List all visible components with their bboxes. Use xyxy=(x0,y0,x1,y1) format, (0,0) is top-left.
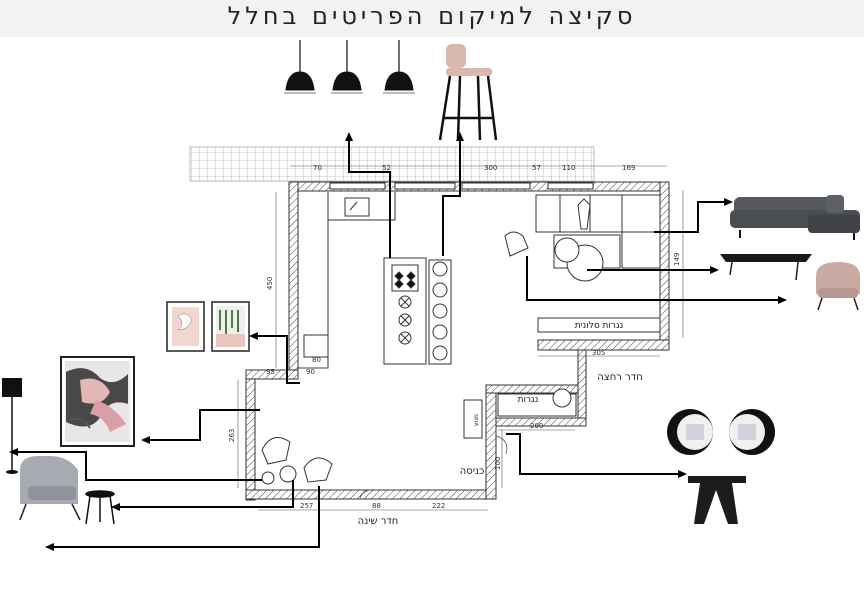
kitchen-counter xyxy=(298,192,396,369)
service-room-plan xyxy=(463,388,577,439)
dim-90: 90 xyxy=(306,368,315,376)
side-table-icon xyxy=(85,490,115,525)
armchair-icon xyxy=(19,456,81,521)
dim-70: 70 xyxy=(313,164,322,172)
living-plan xyxy=(504,194,661,282)
page-title: סקיצה למיקום הפריטים בחלל xyxy=(227,2,637,30)
wall-mirror-icon xyxy=(667,409,775,455)
console-table-icon xyxy=(688,476,746,524)
dim-300: 300 xyxy=(484,164,497,172)
dim-80: 80 xyxy=(312,356,321,364)
dim-169: 169 xyxy=(622,164,635,172)
arrow-heads xyxy=(9,132,787,551)
dim-110: 110 xyxy=(562,164,575,172)
entrance-label: כניסה xyxy=(460,466,485,477)
dim-149: 149 xyxy=(673,253,681,266)
wall-art-icon xyxy=(60,356,135,447)
cabinets-label: נגרות xyxy=(518,395,539,405)
bar-stool-icon xyxy=(438,44,498,141)
dim-257: 257 xyxy=(300,502,313,510)
dimension-lines xyxy=(237,165,684,511)
dim-263: 263 xyxy=(228,429,236,442)
windows xyxy=(329,182,594,190)
laundry-room-label: חדר רחצה xyxy=(597,372,642,383)
terrace-tiles xyxy=(189,146,595,182)
dim-200: 200 xyxy=(530,422,543,430)
floor-lamp-icon xyxy=(2,378,22,474)
service-cabinet-label: מנוע xyxy=(473,414,480,426)
dim-52: 52 xyxy=(382,164,391,172)
living-cabinets-label: נגרות סלונית xyxy=(575,321,624,331)
armchair-icon xyxy=(816,262,860,311)
sofa-icon xyxy=(730,195,860,240)
coffee-table-icon xyxy=(720,254,812,281)
dim-88: 88 xyxy=(372,502,381,510)
reading-corner-plan xyxy=(261,437,333,485)
dimension-labels: 70 52 300 57 110 169 450 149 80 90 95 30… xyxy=(228,164,681,510)
bar-stools-plan xyxy=(428,259,452,365)
dim-100: 100 xyxy=(494,457,502,470)
title-bar xyxy=(0,0,864,37)
dim-95: 95 xyxy=(266,368,275,376)
door-swings xyxy=(359,435,508,499)
dim-57: 57 xyxy=(532,164,541,172)
connector-arrows xyxy=(16,140,780,548)
wall-art-icon xyxy=(166,301,250,352)
pendant-lamp-icon xyxy=(284,40,415,94)
bedroom-label: חדר שינה xyxy=(358,516,399,527)
dim-305: 305 xyxy=(592,349,605,357)
dim-222: 222 xyxy=(432,502,445,510)
living-cabinets: נגרות סלונית xyxy=(537,317,661,333)
dim-450: 450 xyxy=(266,277,274,290)
kitchen-island xyxy=(383,257,427,365)
